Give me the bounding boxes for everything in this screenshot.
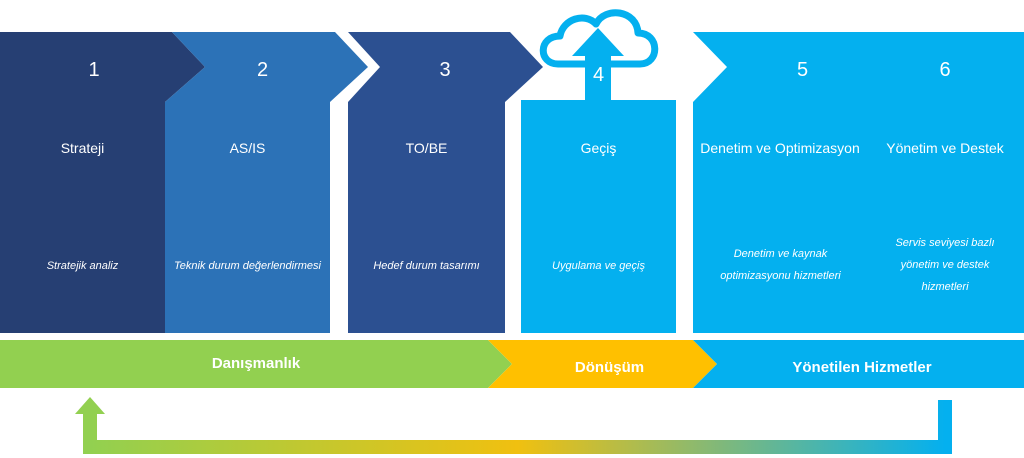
step-number: 4 — [592, 64, 605, 86]
phase-bar-danismanlik — [0, 340, 512, 388]
step-description-line: hizmetleri — [921, 281, 969, 293]
step-title: Denetim ve Optimizasyon — [700, 140, 860, 156]
step-2-block — [165, 32, 368, 333]
phase-bar-donusum — [488, 340, 717, 388]
step-1-block — [0, 32, 205, 333]
step-description-line: optimizasyonu hizmetleri — [720, 270, 841, 282]
phase-label-danismanlik: Danışmanlık — [211, 355, 301, 372]
step-number: 2 — [256, 59, 269, 81]
step-number: 3 — [439, 59, 451, 81]
step-description: Hedef durum tasarımı — [373, 260, 480, 272]
step-title: TO/BE — [405, 140, 448, 156]
step-title: AS/IS — [229, 140, 266, 156]
step-title: Yönetim ve Destek — [886, 140, 1004, 156]
step-description-line: Denetim ve kaynak — [733, 248, 828, 260]
phase-bar-yonetilen — [693, 340, 1024, 388]
step-number: 5 — [796, 59, 809, 81]
phase-label-yonetilen: Yönetilen Hizmetler — [792, 359, 932, 376]
step-title: Geçiş — [580, 140, 617, 156]
step-number: 6 — [939, 59, 951, 81]
step-description: Stratejik analiz — [46, 260, 119, 272]
phase-label-donusum: Dönüşüm — [574, 359, 645, 376]
step-5-6-block — [693, 32, 1024, 333]
step-title: Strateji — [60, 140, 105, 156]
step-4-block — [521, 100, 676, 333]
step-3-block — [348, 32, 543, 333]
cloud-upload-icon — [539, 9, 659, 100]
return-arrow-icon — [75, 397, 952, 454]
step-description-line: Servis seviyesi bazlı — [895, 237, 995, 249]
step-description: Uygulama ve geçiş — [552, 260, 645, 272]
step-description-line: yönetim ve destek — [900, 259, 990, 271]
step-number: 1 — [88, 59, 100, 81]
step-description: Teknik durum değerlendirmesi — [174, 260, 321, 272]
